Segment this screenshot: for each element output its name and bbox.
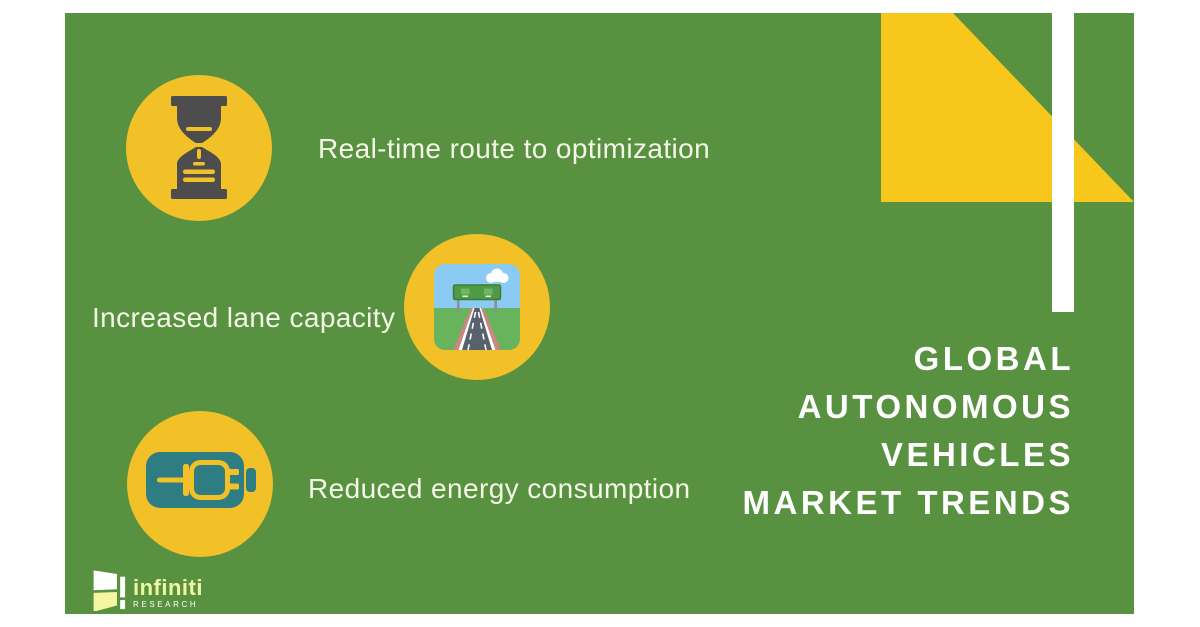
title-line-1: GLOBAL — [913, 340, 1074, 377]
logo-subtitle: RESEARCH — [133, 600, 199, 609]
title-line-4: MARKET TRENDS — [742, 484, 1074, 521]
flagpole-bar — [1052, 13, 1074, 312]
battery-charging-icon — [146, 452, 256, 508]
feature-label-lane-capacity: Increased lane capacity — [92, 302, 396, 333]
feature-label-energy-consumption: Reduced energy consumption — [308, 473, 691, 504]
logo-text: infiniti RESEARCH — [133, 564, 203, 610]
flag-decoration — [881, 13, 1134, 202]
hourglass-icon — [171, 96, 227, 199]
title-line-3: VEHICLES — [880, 436, 1074, 473]
green-panel: Real-time route to optimization — [65, 13, 1134, 614]
infiniti-logo-mark-icon — [93, 570, 126, 611]
page-title: GLOBAL AUTONOMOUS VEHICLES MARKET TRENDS — [743, 335, 1075, 527]
title-line-2: AUTONOMOUS — [797, 388, 1074, 425]
infiniti-research-logo: infiniti RESEARCH — [90, 564, 203, 611]
logo-name: infiniti — [133, 575, 203, 600]
motorway-icon — [434, 264, 520, 350]
feature-label-route-optimization: Real-time route to optimization — [318, 133, 711, 164]
